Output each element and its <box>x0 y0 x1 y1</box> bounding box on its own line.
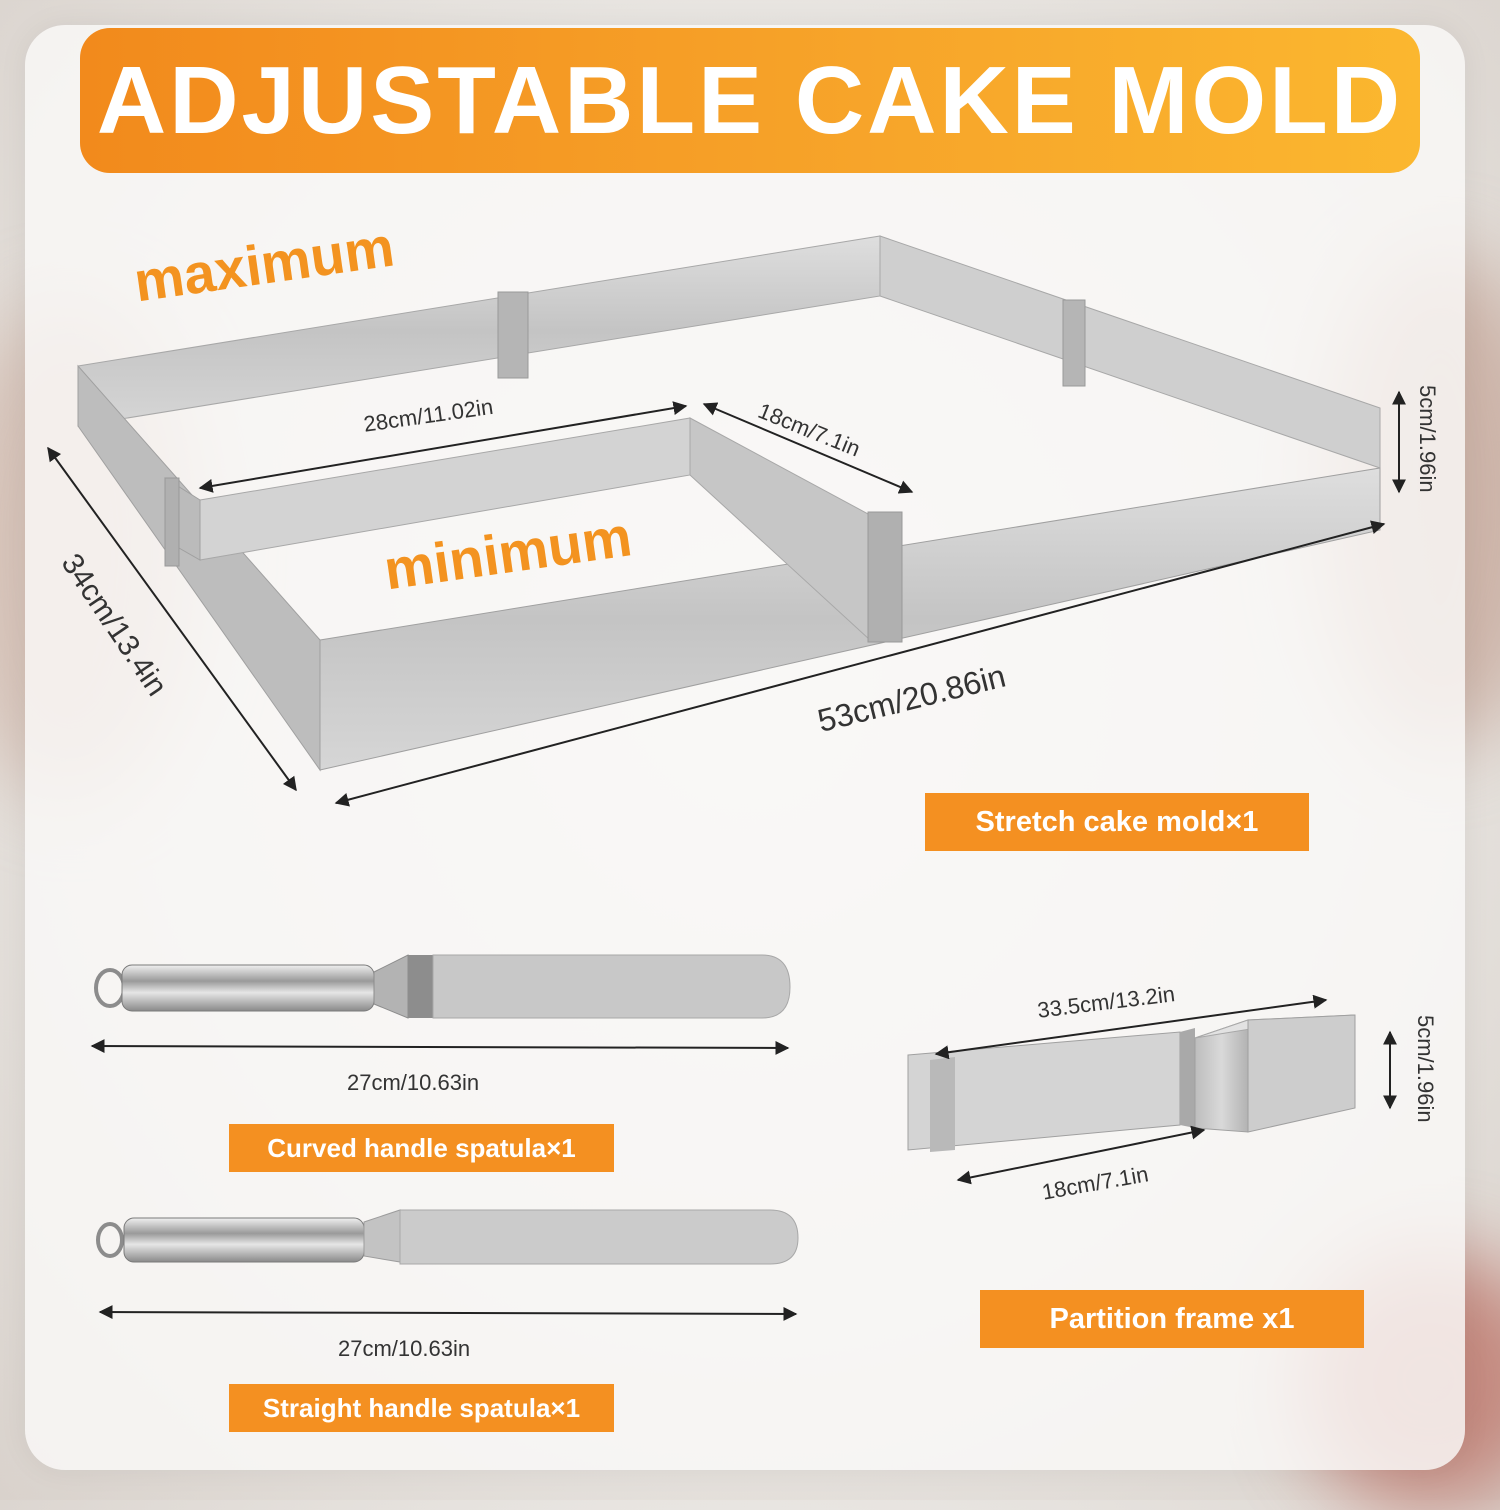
dim-curved-spatula: 27cm/10.63in <box>347 1070 480 1095</box>
curved-spatula-illustration <box>94 954 791 1019</box>
title-banner: ADJUSTABLE CAKE MOLD <box>80 28 1420 173</box>
dim-arrow <box>90 1039 790 1055</box>
straight-spatula-illustration <box>96 1209 799 1265</box>
dim-partition-height: 5cm/1.96in <box>1413 1015 1438 1123</box>
dim-arrow <box>956 1125 1206 1185</box>
dim-arrow <box>47 446 297 792</box>
dim-arrow <box>98 1305 798 1321</box>
dim-height: 5cm/1.96in <box>1415 385 1440 493</box>
dim-straight-spatula: 27cm/10.63in <box>338 1336 471 1361</box>
dim-arrow <box>702 402 914 494</box>
partition-frame-illustration <box>907 1014 1356 1152</box>
dim-arrow <box>934 994 1328 1060</box>
tag-partition-frame: Partition frame x1 <box>980 1290 1364 1348</box>
tag-stretch-cake-mold: Stretch cake mold×1 <box>925 793 1309 851</box>
tag-straight-spatula: Straight handle spatula×1 <box>229 1384 614 1432</box>
tag-curved-spatula: Curved handle spatula×1 <box>229 1124 614 1172</box>
page-title: ADJUSTABLE CAKE MOLD <box>96 46 1404 154</box>
cake-mold-frame <box>77 235 1381 772</box>
dim-arrow <box>334 520 1386 807</box>
